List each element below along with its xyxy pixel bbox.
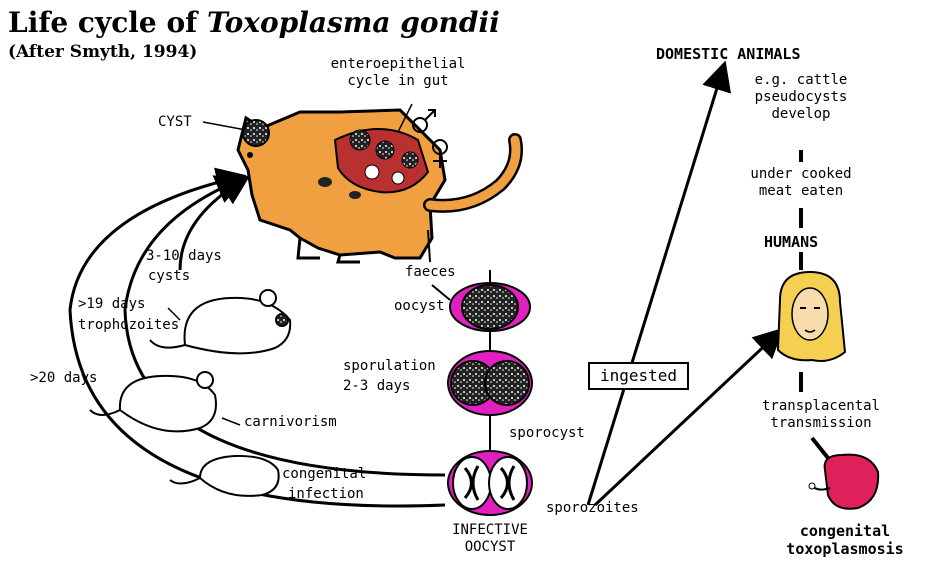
days-19-label: >19 days <box>78 296 146 312</box>
diagram-subtitle: (After Smyth, 1994) <box>8 42 198 62</box>
domestic-animals-label: DOMESTIC ANIMALS <box>656 45 801 63</box>
mouse-middle <box>89 371 217 433</box>
sporulation-label-2: 2-3 days <box>343 378 411 394</box>
faeces-label: faeces <box>405 264 456 280</box>
pseudocysts-line: pseudocysts <box>754 89 848 105</box>
carnivorism-label: carnivorism <box>244 414 337 430</box>
undercooked-note: under cooked meat eaten <box>741 166 861 200</box>
humans-label: HUMANS <box>764 233 819 251</box>
congenital-toxo-line-1: congenital <box>799 522 891 540</box>
diagram-title: Life cycle of Toxoplasma gondii <box>8 6 500 39</box>
eg-cattle-line: e.g. cattle <box>754 72 848 88</box>
congenital-toxo-line-2: toxoplasmosis <box>786 540 904 558</box>
sporocyst-label: sporocyst <box>509 425 585 441</box>
oocyst-unsporulated <box>449 282 531 332</box>
enteroepithelial-line-2: cycle in gut <box>347 73 449 89</box>
undercooked-line: under cooked <box>750 166 852 182</box>
sporozoites-label: sporozoites <box>546 500 639 516</box>
human-head <box>776 270 847 362</box>
meat-eaten-line: meat eaten <box>758 183 844 199</box>
cysts-label: cysts <box>148 268 191 284</box>
cyst-label: CYST <box>158 114 192 130</box>
oocyst-sporulating <box>447 350 533 416</box>
cycle-arrows <box>68 167 446 508</box>
mouse-top <box>149 289 292 355</box>
pseudocysts-note: e.g. cattle pseudocysts develop <box>741 72 861 123</box>
congenital-toxoplasmosis-label: congenital toxoplasmosis <box>770 522 920 558</box>
title-species: Toxoplasma gondii <box>206 6 500 39</box>
infective-line-2: OOCYST <box>464 539 516 555</box>
ingestion-arrows <box>586 60 784 507</box>
enteroepithelial-label: enteroepithelial cycle in gut <box>318 56 478 90</box>
ingested-label: ingested <box>588 362 690 390</box>
days-20-label: >20 days <box>30 370 98 386</box>
sporulation-label-1: sporulation <box>343 358 436 374</box>
fetus-illustration <box>808 453 880 510</box>
infective-oocyst-label: INFECTIVE OOCYST <box>440 522 540 556</box>
oocyst-label: oocyst <box>394 298 445 314</box>
congenital-infection-label-2: infection <box>288 486 364 502</box>
trophozoites-label: trophozoites <box>78 317 180 333</box>
mouse-bottom <box>169 454 280 497</box>
enteroepithelial-line-1: enteroepithelial <box>330 56 466 72</box>
cat-illustration <box>236 108 523 264</box>
title-main: Life cycle of <box>8 6 207 39</box>
transmission-line: transmission <box>770 415 872 431</box>
days-3-10-label: 3-10 days <box>146 248 222 264</box>
transplacental-note: transplacental transmission <box>741 398 901 432</box>
oocyst-infective <box>447 450 533 516</box>
chain-bars <box>799 150 830 460</box>
develop-line: develop <box>771 106 831 122</box>
transplacental-line: transplacental <box>761 398 880 414</box>
sex-symbols <box>412 109 448 168</box>
infective-line-1: INFECTIVE <box>452 522 528 538</box>
congenital-infection-label-1: congenital <box>282 466 367 482</box>
